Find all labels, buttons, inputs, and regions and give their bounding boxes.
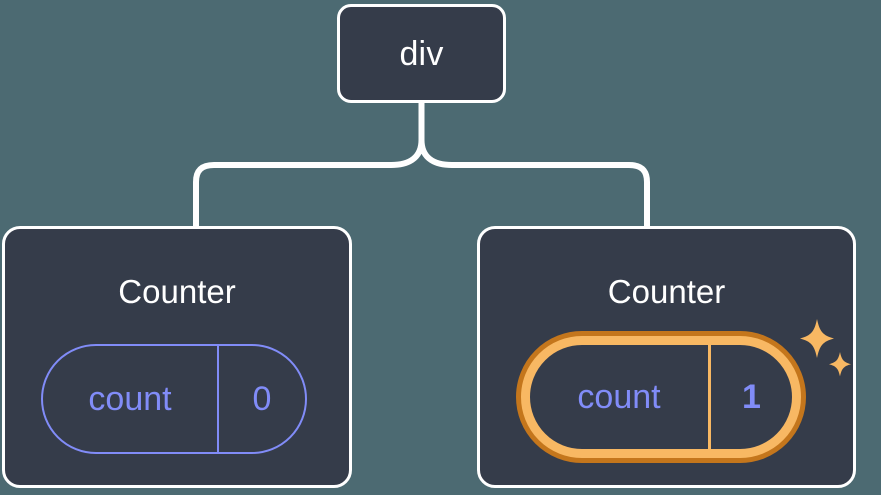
node-div[interactable]: div [337, 4, 506, 103]
connector-branch-right [418, 137, 650, 231]
state-pill-right-inner-ring [521, 336, 801, 458]
connector-branch-left [193, 137, 425, 231]
node-counter-left-title: Counter [118, 273, 236, 310]
state-pill-left[interactable]: count 0 [41, 344, 307, 454]
state-pill-right-outer-ring [516, 331, 806, 463]
state-pill-right-key: count [530, 345, 711, 449]
state-pill-right-value: 1 [742, 377, 761, 416]
state-pill-left-body: count 0 [41, 344, 307, 454]
state-pill-left-value: 0 [252, 379, 272, 418]
node-counter-right-title: Counter [607, 273, 726, 310]
node-div-label: div [399, 34, 444, 73]
state-pill-right-body: count 1 [530, 345, 792, 449]
state-pill-right-highlighted[interactable]: count 1 [516, 331, 806, 463]
state-pill-left-key: count [43, 346, 219, 452]
